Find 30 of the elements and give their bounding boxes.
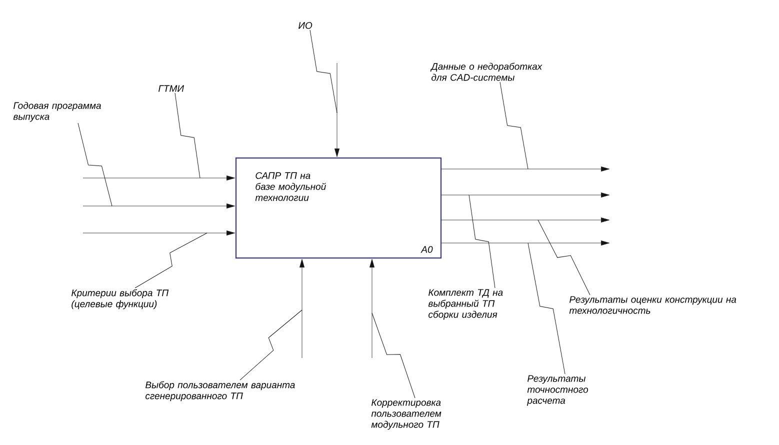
arrow-label: Выбор пользователем варианта сгенерированного ТП: [146, 381, 295, 402]
arrow: [82, 230, 235, 236]
arrow-label: Результаты точностного расчета: [526, 375, 588, 406]
leader-line: [174, 92, 200, 178]
arrow: [82, 204, 235, 208]
arrow-label: Корректировка пользователем модульного ТП: [371, 399, 442, 430]
arrow: [441, 240, 610, 246]
arrow: [370, 259, 374, 358]
arrow-label: Данные о недоработках для CAD-системы: [430, 62, 542, 81]
leader-line: [528, 242, 566, 374]
leader-line: [240, 310, 302, 380]
arrow: [300, 259, 304, 358]
arrow: [334, 62, 340, 157]
leader-line: [500, 82, 528, 170]
leader-line: [310, 30, 338, 114]
arrow: [441, 192, 610, 198]
leader-line: [538, 220, 590, 296]
arrow-label: Годовая программа выпуска: [13, 102, 101, 122]
arrow-label: Критерии выбора ТП (целевые функции): [72, 289, 169, 310]
arrow-label: ИО: [298, 22, 312, 29]
leader-line: [134, 232, 208, 288]
arrow-label: ГТМИ: [158, 85, 184, 92]
arrow: [441, 218, 610, 222]
arrow-label: Результаты оценки конструкции на технологичность: [569, 296, 736, 314]
arrow: [441, 166, 610, 172]
leader-line: [372, 312, 416, 398]
arrow-label: Комплект ТД на выбранный ТП сборки изделия: [428, 289, 503, 320]
arrow: [82, 176, 235, 180]
leader-line: [78, 122, 112, 206]
leader-line: [468, 194, 496, 288]
